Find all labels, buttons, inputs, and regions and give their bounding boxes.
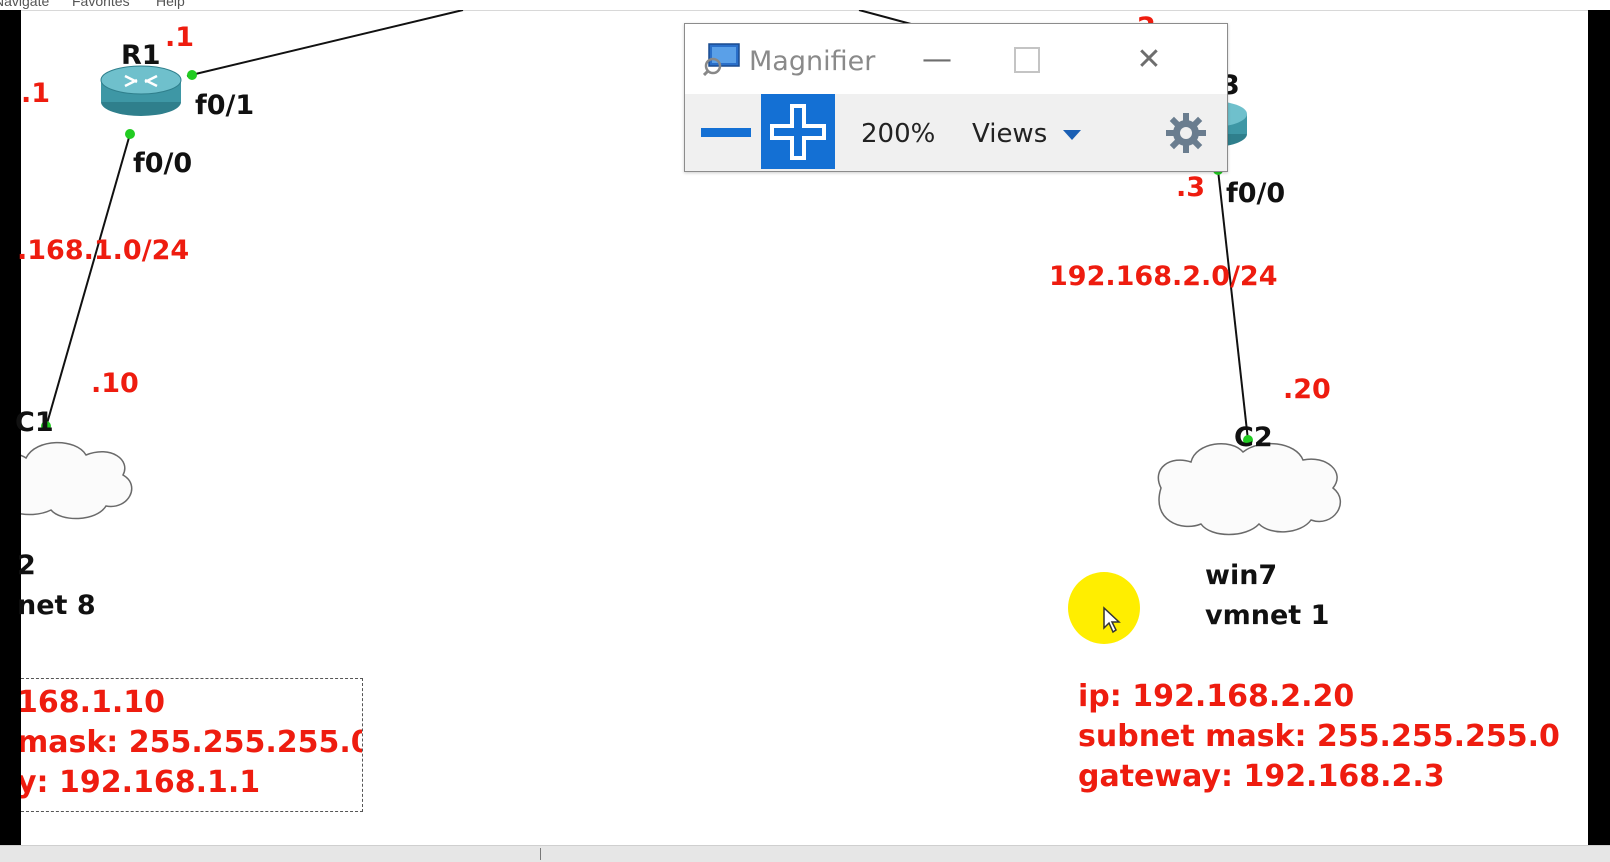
menu-help[interactable]: Help (156, 0, 185, 9)
scrollbar-thumb[interactable] (540, 848, 549, 860)
zoom-level-label: 200% (861, 119, 936, 149)
link-r3-c2 (1217, 169, 1249, 441)
topology-drawing (21, 10, 1341, 536)
c2-label: C2 (1234, 422, 1273, 453)
cursor-highlight (1068, 572, 1140, 644)
r1-top-ip-label: .1 (165, 22, 195, 53)
port-dot (41, 421, 51, 431)
port-dot (125, 129, 135, 139)
minus-icon (701, 128, 751, 137)
c1-ip-label: .10 (91, 368, 139, 399)
link-r1-up (186, 10, 464, 77)
c1-label-fragment: C1 (15, 407, 54, 438)
horizontal-scrollbar[interactable] (0, 845, 1610, 862)
magnifier-title: Magnifier (749, 46, 876, 77)
minimize-button[interactable]: — (922, 42, 952, 77)
topology-canvas[interactable]: R1 .1 .1 f0/1 f0/0 2 3 .3 f0/0 .168.1.0/… (15, 10, 1588, 845)
c1-config-note[interactable]: 168.1.10 mask: 255.255.255.0 y: 192.168.… (21, 678, 363, 812)
views-dropdown[interactable]: Views (972, 119, 1082, 149)
menu-favorites[interactable]: Favorites (72, 0, 130, 9)
mouse-pointer-icon (1103, 606, 1121, 634)
cloud-c1-icon (21, 441, 133, 520)
right-screen-border (1588, 10, 1610, 845)
maximize-button[interactable] (997, 42, 1057, 78)
port-dot (1243, 435, 1253, 445)
magnifier-app-icon (703, 43, 740, 76)
left-subnet-label: .168.1.0/24 (17, 235, 190, 266)
link-top-right (858, 10, 912, 25)
views-label: Views (972, 119, 1048, 149)
zoom-in-button[interactable] (761, 94, 835, 169)
magnifier-toolbar: 200% Views (685, 94, 1227, 171)
magnifier-title-bar[interactable]: Magnifier — ✕ (685, 24, 1227, 94)
link-r1-c1 (45, 133, 131, 428)
c1-line2-fragment: net 8 (17, 590, 96, 621)
c1-gateway-fragment: y: 192.168.1.1 (21, 765, 261, 800)
c2-ip-label: .20 (1283, 374, 1331, 405)
left-screen-border (0, 10, 21, 845)
c2-ip-text: ip: 192.168.2.20 (1078, 679, 1355, 714)
r1-left-ip-label: .1 (21, 78, 51, 109)
router-r1-icon (100, 65, 182, 116)
r3-ip-label: .3 (1176, 172, 1206, 203)
plus-icon (770, 104, 826, 160)
zoom-out-button[interactable] (689, 94, 759, 169)
maximize-icon (1014, 47, 1040, 73)
c1-ip-fragment: 168.1.10 (21, 685, 166, 720)
c1-line1-fragment: 2 (17, 550, 36, 581)
gear-icon[interactable] (1165, 112, 1207, 154)
magnifier-window[interactable]: Magnifier — ✕ 200% Views (684, 23, 1228, 172)
right-subnet-label: 192.168.2.0/24 (1049, 261, 1278, 292)
r1-label: R1 (121, 40, 161, 71)
c2-mask-text: subnet mask: 255.255.255.0 (1078, 719, 1560, 754)
r1-f00-label: f0/0 (133, 148, 193, 179)
r3-f00-label: f0/0 (1226, 178, 1286, 209)
c1-mask-fragment: mask: 255.255.255.0 (21, 725, 363, 760)
menu-bar: Navigate Favorites Help (0, 0, 1610, 11)
r1-f01-label: f0/1 (195, 90, 255, 121)
c2-line2-label: vmnet 1 (1205, 600, 1330, 631)
port-dot (187, 70, 197, 80)
menu-navigate[interactable]: Navigate (0, 0, 50, 9)
chevron-down-icon (1062, 129, 1081, 140)
c2-gateway-text: gateway: 192.168.2.3 (1078, 759, 1445, 794)
c2-line1-label: win7 (1205, 560, 1278, 591)
cloud-c2-icon (1157, 442, 1341, 536)
close-button[interactable]: ✕ (1136, 42, 1162, 77)
